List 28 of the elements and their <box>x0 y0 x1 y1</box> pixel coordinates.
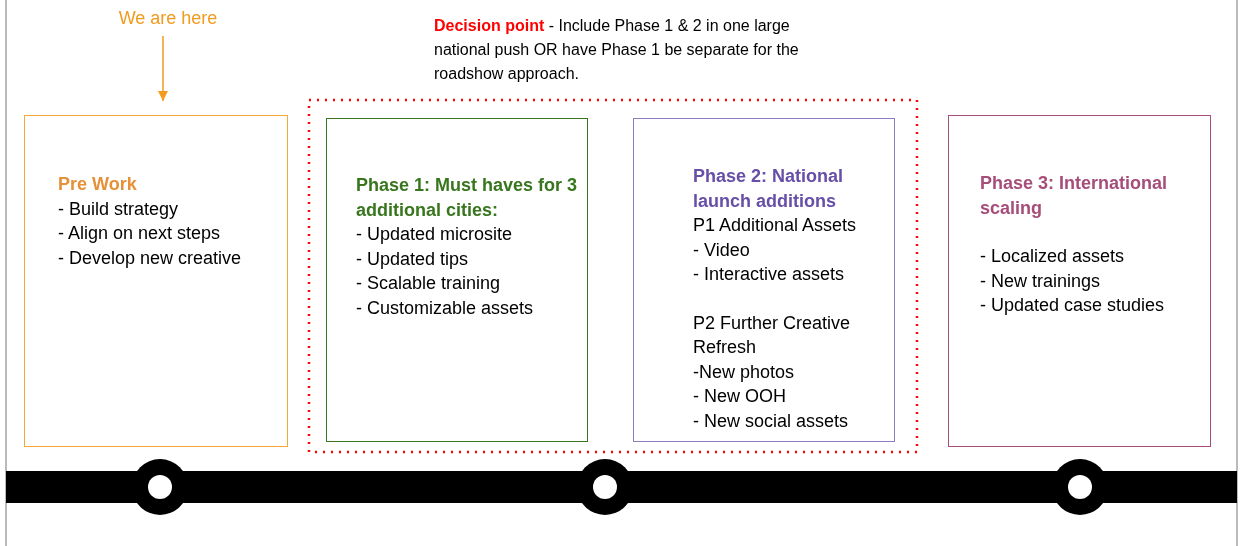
phase-card <box>326 118 588 442</box>
phase-heading: Phase 2: National launch additions <box>693 165 845 213</box>
list-item: - Updated microsite <box>356 223 514 246</box>
list-item: - Updated case studies <box>980 294 1166 317</box>
list-item: - Customizable assets <box>356 296 535 320</box>
annotation-text: We are here <box>100 6 236 32</box>
list-item: - Updated tips <box>356 247 470 271</box>
phase-heading: Phase 3: International scaling <box>980 172 1169 220</box>
phase-heading: Phase 1: Must haves for 3 additional cities: <box>356 174 579 222</box>
list-item: - Align on next steps <box>58 222 222 245</box>
list-item: - Localized assets <box>980 245 1126 268</box>
list-item: - New social assets <box>693 409 850 433</box>
list-item: - Build strategy <box>58 197 180 221</box>
list-item: -New photos <box>693 360 796 384</box>
list-item: - Scalable training <box>356 272 502 295</box>
list-item: P2 Further Creative Refresh <box>693 311 852 359</box>
decision-note: Decision point - Include Phase 1 & 2 in one large national push OR have Phase 1 be separate for the roadshow approach. <box>434 16 800 84</box>
list-item: - New trainings <box>980 269 1102 293</box>
list-item: - Video <box>693 238 751 262</box>
arrow <box>157 35 169 102</box>
phase-card <box>948 115 1211 447</box>
list-item: - Interactive assets <box>693 263 846 286</box>
list-item: P1 Additional Assets <box>693 214 858 237</box>
list-item: - Develop new creative <box>58 246 243 270</box>
phase-card <box>633 118 895 442</box>
phase-card <box>24 115 288 447</box>
phase-heading: Pre Work <box>58 173 138 196</box>
list-item: - New OOH <box>693 385 787 408</box>
